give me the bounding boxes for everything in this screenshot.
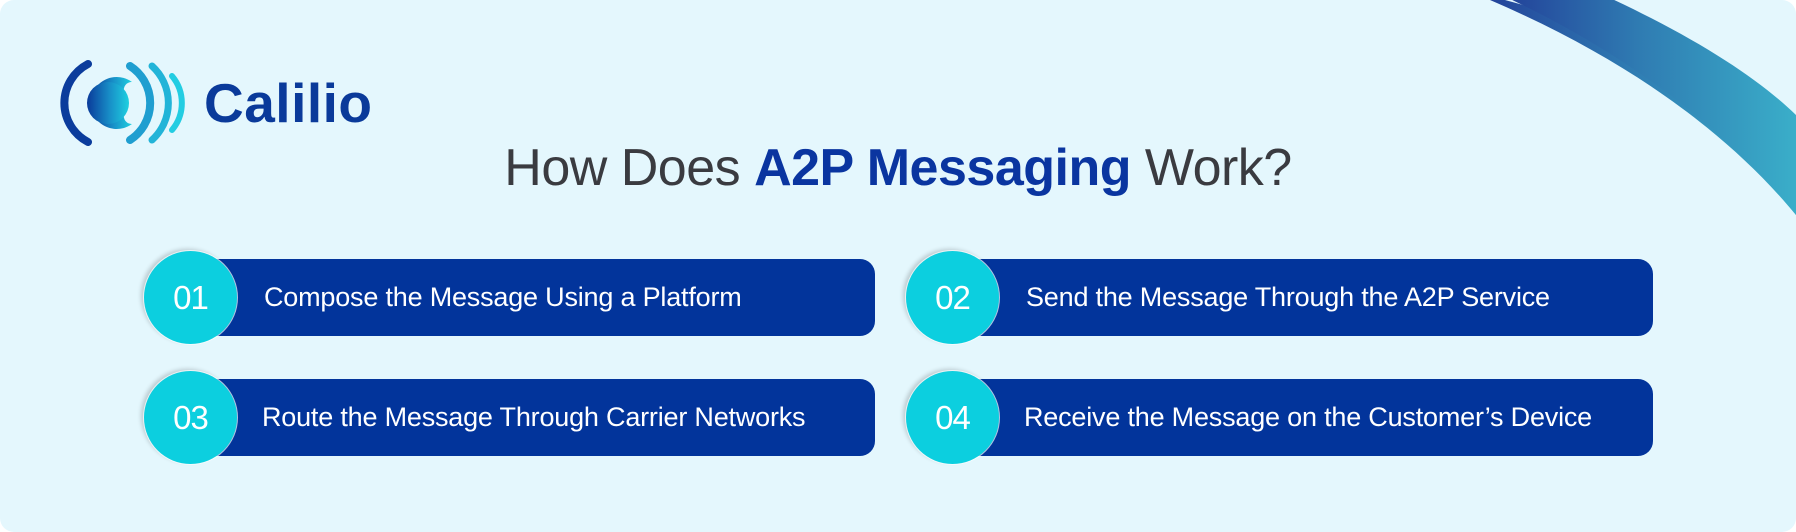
brand-name: Calilio: [204, 71, 373, 134]
step-label: Send the Message Through the A2P Service: [1026, 282, 1550, 312]
step-bar: [956, 259, 1653, 336]
step-label: Compose the Message Using a Platform: [264, 282, 742, 312]
step-01: 01 Compose the Message Using a Platform: [144, 251, 875, 347]
step-02: 02 Send the Message Through the A2P Serv…: [906, 251, 1653, 347]
calilio-signal-logo-icon: [60, 60, 185, 146]
step-number-badge: 03: [144, 371, 237, 464]
step-number-badge: 01: [144, 251, 237, 344]
step-04: 04 Receive the Message on the Customer’s…: [906, 371, 1653, 467]
step-number-badge: 04: [906, 371, 999, 464]
step-label: Route the Message Through Carrier Networ…: [262, 402, 806, 432]
step-bar: [956, 379, 1653, 456]
step-bar: [194, 379, 875, 456]
step-bar: [194, 259, 875, 336]
title-suffix: Work?: [1130, 139, 1292, 197]
step-03: 03 Route the Message Through Carrier Net…: [144, 371, 875, 467]
calilio-logo: Calilio: [58, 58, 373, 148]
step-label: Receive the Message on the Customer’s De…: [1024, 402, 1592, 432]
title-prefix: How Does: [504, 139, 755, 197]
title-highlight: A2P Messaging: [754, 139, 1131, 197]
step-number-badge: 02: [906, 251, 999, 344]
page-title: How Does A2P Messaging Work?: [0, 136, 1796, 200]
